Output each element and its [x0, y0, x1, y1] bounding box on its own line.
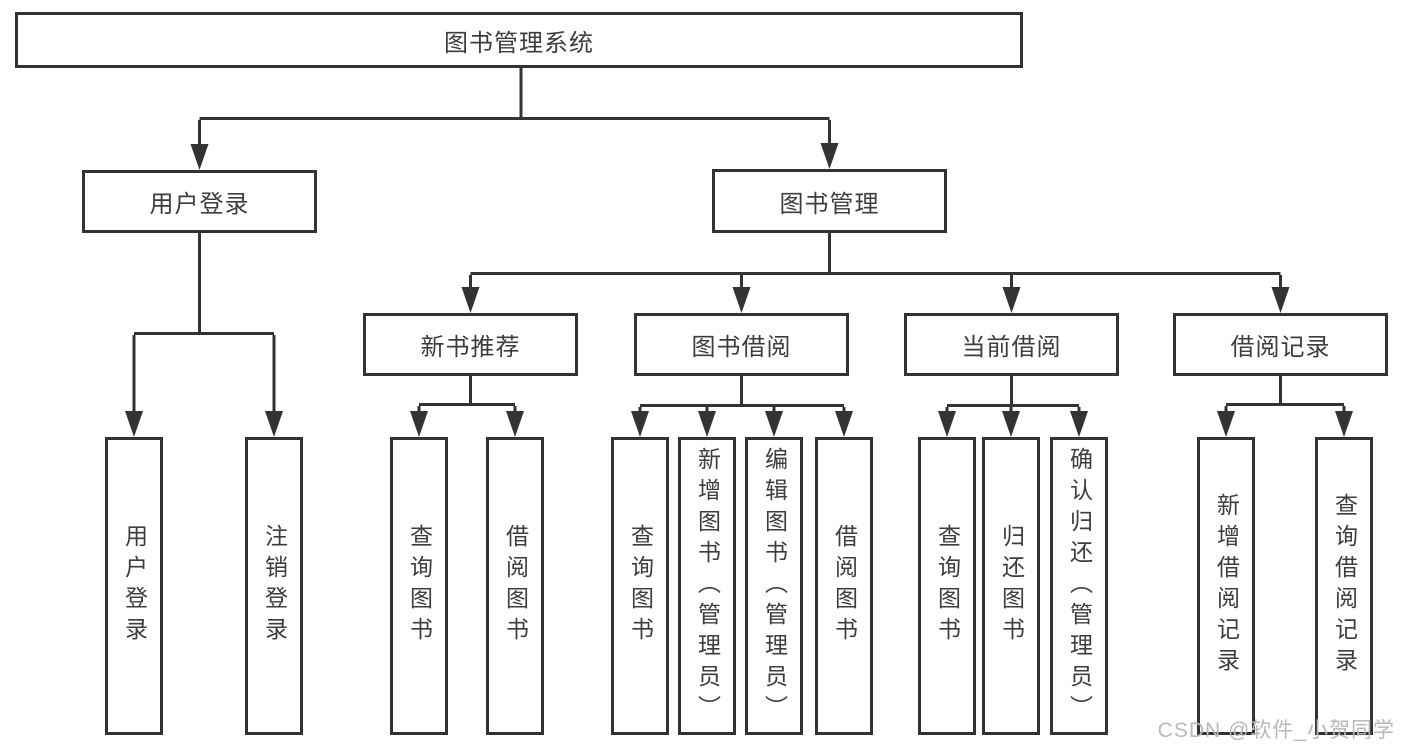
leaf-query-borrow-record: 查询借阅记录 [1315, 437, 1373, 735]
leaf-user-login: 用户登录 [105, 437, 163, 735]
leaf-edit-books-admin: 编辑图书（管理员） [745, 437, 803, 735]
node-library-management-system: 图书管理系统 [15, 12, 1023, 68]
csdn-watermark: CSDN @软件_小贺同学 [1157, 719, 1395, 742]
leaf-query-books-current: 查询图书 [918, 437, 976, 735]
leaf-query-books-recommend: 查询图书 [390, 437, 448, 735]
leaf-logout: 注销登录 [245, 437, 303, 735]
node-current-borrowing: 当前借阅 [904, 313, 1119, 376]
leaf-query-books-borrowing: 查询图书 [611, 437, 669, 735]
node-book-management: 图书管理 [712, 169, 947, 233]
node-borrowing-records: 借阅记录 [1173, 313, 1388, 376]
leaf-add-books-admin: 新增图书（管理员） [678, 437, 736, 735]
leaf-borrow-books: 借阅图书 [815, 437, 873, 735]
leaf-return-books: 归还图书 [982, 437, 1040, 735]
node-book-borrowing: 图书借阅 [634, 313, 849, 376]
node-new-book-recommendation: 新书推荐 [363, 313, 578, 376]
leaf-confirm-return-admin: 确认归还（管理员） [1050, 437, 1108, 735]
leaf-add-borrow-record: 新增借阅记录 [1197, 437, 1255, 735]
node-user-login: 用户登录 [82, 170, 317, 233]
leaf-borrow-books-recommend: 借阅图书 [486, 437, 544, 735]
